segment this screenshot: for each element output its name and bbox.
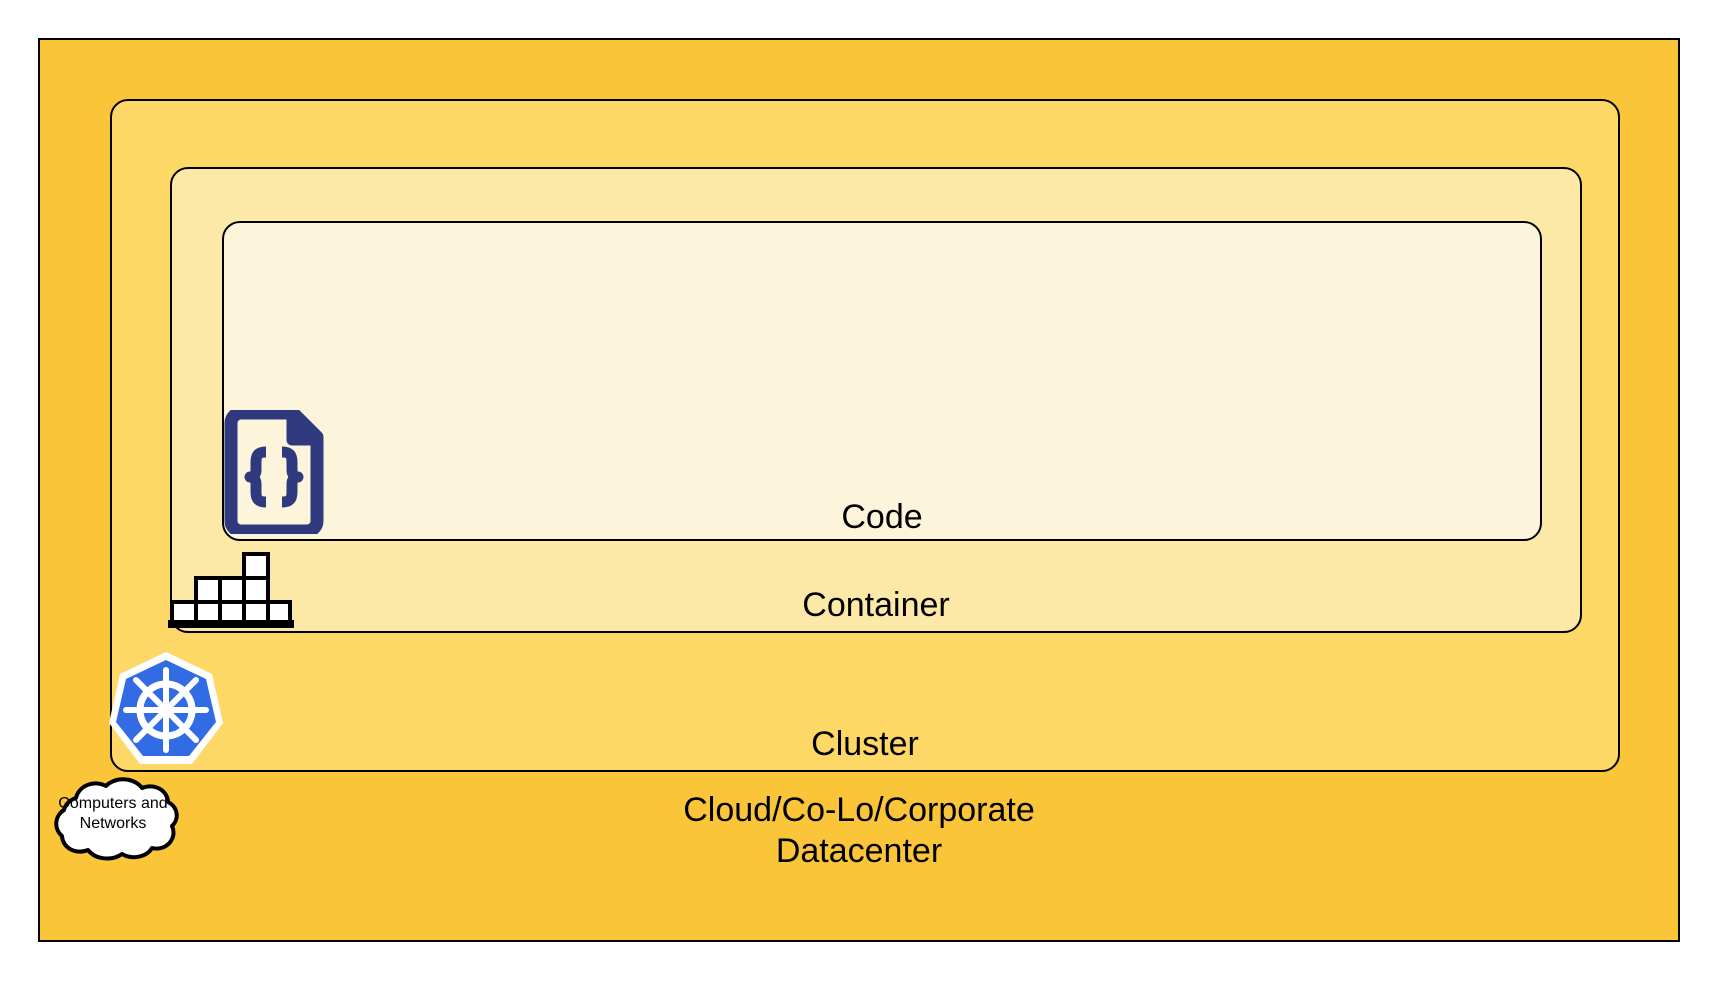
layer-label-cluster: Cluster — [811, 725, 919, 763]
layer-label-code: Code — [841, 498, 923, 536]
computers-networks-cloud-shape[interactable] — [32, 772, 194, 870]
layer-label-datacenter: Cloud/Co-Lo/Corporate Datacenter — [683, 791, 1035, 870]
container-stacked-blocks-icon — [168, 552, 294, 628]
layer-label-container: Container — [802, 586, 950, 624]
kubernetes-helm-icon — [108, 650, 224, 768]
layer-code[interactable] — [222, 221, 1542, 541]
code-file-braces-icon — [218, 406, 330, 538]
